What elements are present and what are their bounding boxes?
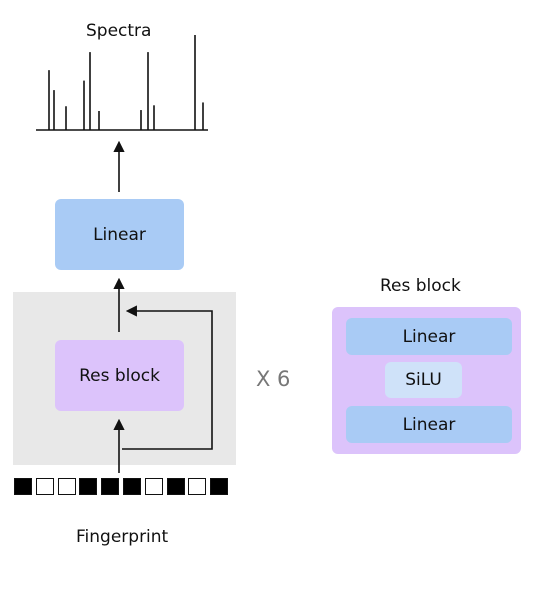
res-block-detail-linear-2: Linear [346, 406, 512, 443]
fingerprint-label: Fingerprint [76, 527, 169, 547]
fingerprint-bit [210, 478, 229, 495]
res-block-main: Res block [55, 340, 184, 411]
res-block-detail-silu: SiLU [385, 362, 462, 398]
res-block-detail-linear-2-label: Linear [402, 414, 456, 435]
repeat-count-label: X 6 [256, 367, 291, 391]
fingerprint-bit [14, 478, 32, 495]
fingerprint-bit [79, 478, 98, 495]
fingerprint-bit [166, 478, 185, 495]
linear-output-label: Linear [93, 224, 146, 245]
fingerprint-bit [101, 478, 120, 495]
res-block-main-label: Res block [79, 365, 160, 386]
fingerprint-bit [188, 478, 207, 495]
res-block-detail-linear-1: Linear [346, 318, 512, 355]
linear-output-layer: Linear [55, 199, 184, 270]
fingerprint-bit [144, 478, 163, 495]
spectra-title: Spectra [86, 21, 152, 41]
skip-connection-arrow [122, 305, 213, 450]
fingerprint-bit [35, 478, 54, 495]
res-block-detail-title: Res block [380, 276, 461, 296]
spectrum-peaks [48, 35, 204, 130]
fingerprint-bit [123, 478, 141, 495]
res-block-detail-silu-label: SiLU [405, 370, 442, 390]
res-block-detail-linear-1-label: Linear [402, 326, 456, 347]
fingerprint-bit [57, 478, 76, 495]
